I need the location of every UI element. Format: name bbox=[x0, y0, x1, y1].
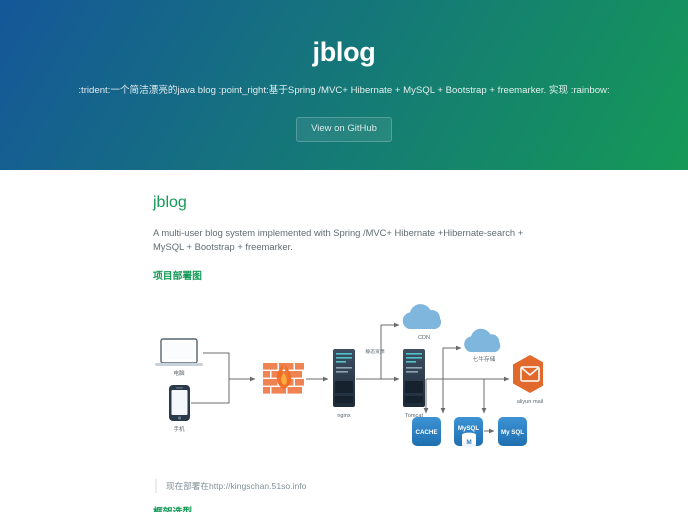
section-heading-deployment: 项目部署图 bbox=[153, 270, 202, 282]
node-mysql-slave-box: My SQL bbox=[498, 416, 527, 446]
main-content: jblog A multi-user blog system implement… bbox=[0, 170, 688, 512]
node-label-mysql-master: MySQL bbox=[458, 425, 480, 432]
edge-label-static-resource: 静态资源 bbox=[365, 348, 384, 355]
node-label-nginx: nginx bbox=[337, 413, 351, 419]
node-label-computer: 电脑 bbox=[173, 369, 185, 377]
mysql-disk-icon: M bbox=[462, 432, 476, 447]
project-description: A multi-user blog system implemented wit… bbox=[153, 226, 524, 253]
node-cdn-cloud-icon bbox=[402, 303, 442, 329]
node-label-qiniu: 七牛存储 bbox=[473, 355, 496, 363]
node-label-cache: CACHE bbox=[415, 429, 437, 436]
section-heading-framework: 框架选型 bbox=[153, 507, 538, 512]
project-tagline: :trident:一个简洁漂亮的java blog :point_right:基… bbox=[78, 84, 610, 96]
node-label-phone: 手机 bbox=[173, 425, 185, 433]
node-firewall-icon bbox=[263, 362, 304, 394]
node-cache-box: CACHE bbox=[412, 416, 441, 446]
node-label-tomcat: Tomcat bbox=[405, 413, 423, 419]
node-qiniu-cloud-icon bbox=[464, 328, 501, 352]
view-on-github-button[interactable]: View on GitHub bbox=[296, 117, 392, 142]
node-tomcat-icon bbox=[403, 348, 425, 407]
node-mysql-master-box: MySQL M bbox=[454, 416, 483, 447]
page-header: jblog :trident:一个简洁漂亮的java blog :point_r… bbox=[0, 0, 688, 170]
node-label-mysql-disk: M bbox=[466, 439, 471, 446]
node-phone-icon bbox=[169, 384, 190, 421]
node-label-aliyun-mail: aliyun mail bbox=[517, 399, 543, 405]
node-aliyun-mail-icon bbox=[513, 354, 543, 393]
node-label-mysql-slave: My SQL bbox=[501, 429, 524, 436]
node-computer-icon bbox=[155, 337, 203, 366]
deployment-note: 现在部署在http://kingschan.51so.info bbox=[155, 478, 538, 494]
project-name: jblog bbox=[312, 37, 376, 67]
node-label-cdn: CDN bbox=[418, 335, 430, 341]
deployment-diagram: 电脑 手机 bbox=[143, 291, 543, 473]
page-title: jblog bbox=[153, 194, 187, 211]
node-nginx-icon bbox=[333, 348, 355, 407]
